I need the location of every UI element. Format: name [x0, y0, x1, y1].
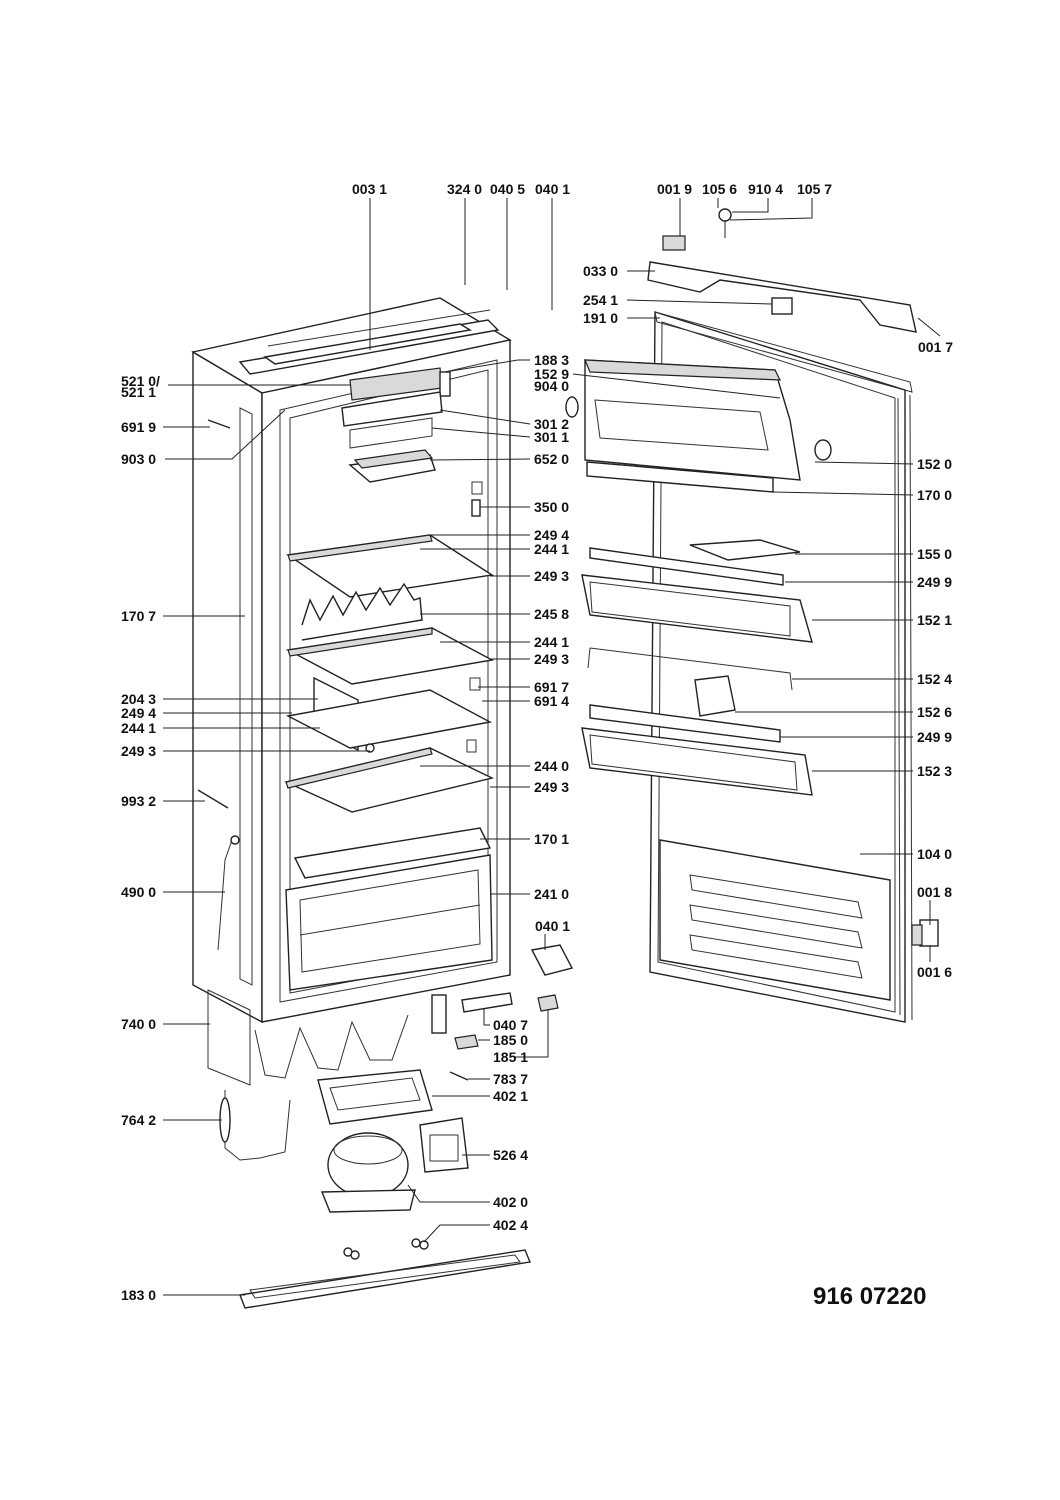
label-185-0: 185 0: [493, 1032, 528, 1048]
label-040-1-bottom: 040 1: [535, 918, 570, 934]
lower-components: [197, 419, 574, 1309]
label-244-1-c: 244 1: [121, 720, 156, 736]
label-170-7: 170 7: [121, 608, 156, 624]
label-188-3: 188 3: [534, 352, 569, 368]
label-783-7: 783 7: [493, 1071, 528, 1087]
label-301-2: 301 2: [534, 416, 569, 432]
label-740-0: 740 0: [121, 1016, 156, 1032]
label-490-0: 490 0: [121, 884, 156, 900]
label-105-7: 105 7: [797, 181, 832, 197]
label-910-4: 910 4: [748, 181, 783, 197]
label-152-4: 152 4: [917, 671, 952, 687]
label-254-1: 254 1: [583, 292, 618, 308]
label-241-0: 241 0: [534, 886, 569, 902]
cabinet: [191, 297, 512, 1086]
part-labels: 003 1 324 0 040 5 040 1 001 9 105 6 910 …: [121, 181, 953, 1310]
label-249-9-b: 249 9: [917, 729, 952, 745]
label-152-9: 152 9: [534, 366, 569, 382]
label-001-8: 001 8: [917, 884, 952, 900]
label-003-1: 003 1: [352, 181, 387, 197]
label-249-3-d: 249 3: [534, 779, 569, 795]
label-170-0: 170 0: [917, 487, 952, 503]
label-040-5: 040 5: [490, 181, 525, 197]
label-183-0: 183 0: [121, 1287, 156, 1303]
label-652-0: 652 0: [534, 451, 569, 467]
label-249-9-a: 249 9: [917, 574, 952, 590]
label-249-3-b: 249 3: [534, 651, 569, 667]
label-191-0: 191 0: [583, 310, 618, 326]
label-001-7: 001 7: [918, 339, 953, 355]
label-204-3: 204 3: [121, 691, 156, 707]
leader-lines: [163, 198, 941, 1296]
label-244-1-a: 244 1: [534, 541, 569, 557]
label-244-0: 244 0: [534, 758, 569, 774]
label-350-0: 350 0: [534, 499, 569, 515]
label-904-0: 904 0: [534, 378, 569, 394]
label-691-4: 691 4: [534, 693, 569, 709]
label-152-6: 152 6: [917, 704, 952, 720]
label-185-1: 185 1: [493, 1049, 528, 1065]
label-001-6: 001 6: [917, 964, 952, 980]
label-249-3-c: 249 3: [121, 743, 156, 759]
label-993-2: 993 2: [121, 793, 156, 809]
label-152-1: 152 1: [917, 612, 952, 628]
label-903-0: 903 0: [121, 451, 156, 467]
label-402-0: 402 0: [493, 1194, 528, 1210]
label-152-0: 152 0: [917, 456, 952, 472]
label-040-7: 040 7: [493, 1017, 528, 1033]
label-324-0: 324 0: [447, 181, 482, 197]
label-001-9: 001 9: [657, 181, 692, 197]
label-033-0: 033 0: [583, 263, 618, 279]
label-170-1: 170 1: [534, 831, 569, 847]
label-105-6: 105 6: [702, 181, 737, 197]
label-155-0: 155 0: [917, 546, 952, 562]
label-526-4: 526 4: [493, 1147, 528, 1163]
label-244-1-b: 244 1: [534, 634, 569, 650]
door: [565, 208, 939, 1023]
label-245-8: 245 8: [534, 606, 569, 622]
label-301-1: 301 1: [534, 429, 569, 445]
label-104-0: 104 0: [917, 846, 952, 862]
label-152-3: 152 3: [917, 763, 952, 779]
label-040-1-top: 040 1: [535, 181, 570, 197]
label-521-1: 521 1: [121, 384, 156, 400]
drawing-number: 916 07220: [813, 1283, 926, 1310]
label-402-1: 402 1: [493, 1088, 528, 1104]
label-249-3-a: 249 3: [534, 568, 569, 584]
label-249-4-a: 249 4: [534, 527, 569, 543]
label-691-9: 691 9: [121, 419, 156, 435]
label-764-2: 764 2: [121, 1112, 156, 1128]
label-691-7: 691 7: [534, 679, 569, 695]
label-402-4: 402 4: [493, 1217, 528, 1233]
label-521-0: 521 0/: [121, 373, 160, 389]
label-249-4-b: 249 4: [121, 705, 156, 721]
